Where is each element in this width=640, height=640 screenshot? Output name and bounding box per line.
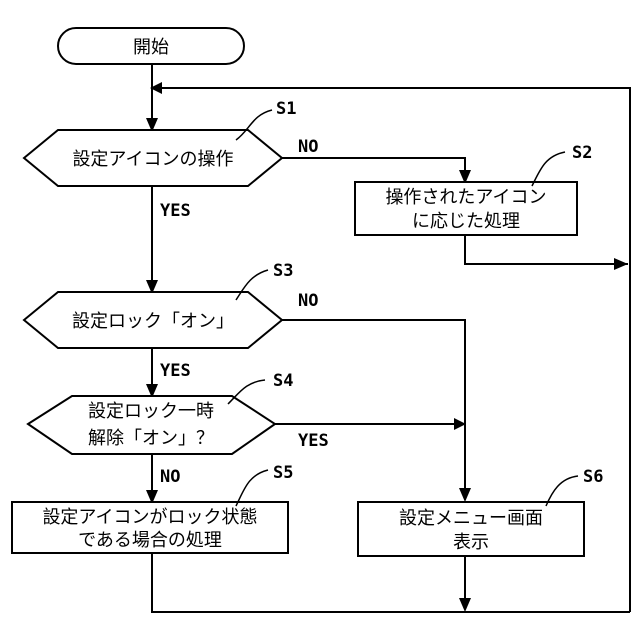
- s4-yes-label: YES: [298, 431, 329, 451]
- s1-no-label: NO: [298, 137, 318, 157]
- s6-label-line1: 設定メニュー画面: [399, 508, 543, 529]
- arrowhead: [459, 598, 471, 612]
- s2-leader: [532, 152, 565, 186]
- s1-yes-label: YES: [160, 201, 191, 221]
- s6-label-line2: 表示: [453, 532, 489, 553]
- s2-label-line1: 操作されたアイコン: [385, 187, 546, 208]
- s5-step-label: S5: [273, 463, 293, 483]
- edge-s5-return: [152, 553, 630, 612]
- s3-yes-label: YES: [160, 361, 191, 381]
- s4-no-label: NO: [160, 467, 180, 487]
- edge-s3-no-s6: [282, 320, 465, 500]
- edge-s1-no-s2: [282, 158, 465, 182]
- s4-step-label: S4: [273, 371, 293, 391]
- s1-step-label: S1: [276, 99, 296, 119]
- s2-step-label: S2: [572, 143, 592, 163]
- s5-label-line1: 設定アイコンがロック状態: [42, 507, 257, 528]
- s3-no-label: NO: [298, 291, 318, 311]
- s6-step-label: S6: [583, 467, 603, 487]
- start-label: 開始: [133, 37, 169, 58]
- s4-label-line2: 解除「オン」？: [88, 428, 214, 449]
- s3-label: 設定ロック「オン」: [72, 311, 234, 332]
- arrowhead: [459, 488, 471, 502]
- s3-step-label: S3: [273, 261, 293, 281]
- s1-label: 設定アイコンの操作: [72, 149, 233, 170]
- s4-label-line1: 設定ロック一時: [88, 401, 214, 422]
- s5-label-line2: である場合の処理: [78, 530, 222, 551]
- s5-leader: [236, 470, 268, 506]
- s2-label-line2: に応じた処理: [412, 211, 520, 232]
- edge-s2-return: [465, 235, 628, 264]
- arrowhead: [614, 258, 628, 270]
